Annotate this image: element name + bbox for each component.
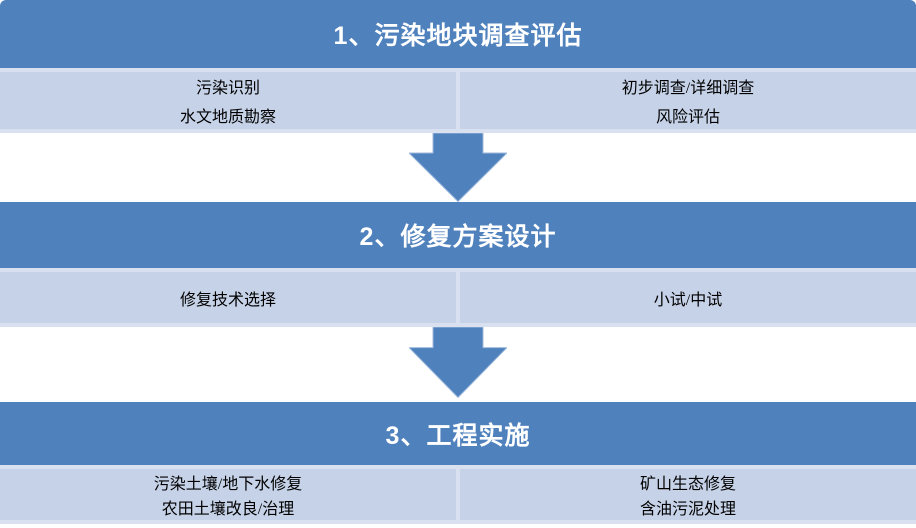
column-divider [456, 469, 460, 520]
section-3-right-cell: 矿山生态修复 含油污泥处理 [460, 469, 916, 520]
column-divider [456, 272, 460, 323]
bottom-margin [0, 524, 916, 528]
section-1-left-cell: 污染识别 水文地质勘察 [0, 72, 456, 129]
column-divider [456, 72, 460, 129]
section-2-header-divider [0, 268, 916, 272]
list-item: 风险评估 [655, 108, 720, 126]
flow-connector-2 [0, 327, 916, 402]
section-1-header: 1、污染地块调查评估 [0, 0, 916, 68]
section-1-header-divider [0, 68, 916, 72]
list-item: 污染土壤/地下水修复 [153, 475, 303, 493]
section-2-header: 2、修复方案设计 [0, 202, 916, 268]
down-arrow-icon [409, 327, 507, 398]
list-item: 污染识别 [195, 80, 260, 98]
section-2-left-cell: 修复技术选择 [0, 272, 456, 323]
list-item: 含油污泥处理 [639, 501, 736, 519]
section-2-title: 2、修复方案设计 [359, 223, 557, 251]
list-item: 矿山生态修复 [639, 475, 736, 493]
section-1-body: 污染识别 水文地质勘察 初步调查/详细调查 风险评估 [0, 72, 916, 133]
section-3-header-divider [0, 465, 916, 469]
section-1-title: 1、污染地块调查评估 [333, 22, 583, 50]
section-3-body: 污染土壤/地下水修复 农田土壤改良/治理 矿山生态修复 含油污泥处理 [0, 469, 916, 524]
list-item: 修复技术选择 [179, 291, 276, 309]
list-item: 水文地质勘察 [179, 108, 276, 126]
section-2-body: 修复技术选择 小试/中试 [0, 272, 916, 327]
list-item: 农田土壤改良/治理 [161, 501, 295, 519]
section-3-title: 3、工程实施 [385, 421, 531, 450]
list-item: 小试/中试 [653, 291, 723, 309]
section-3-left-cell: 污染土壤/地下水修复 农田土壤改良/治理 [0, 469, 456, 520]
section-3-header: 3、工程实施 [0, 402, 916, 465]
section-2-right-cell: 小试/中试 [460, 272, 916, 323]
list-item: 初步调查/详细调查 [621, 80, 755, 98]
flow-connector-1 [0, 133, 916, 202]
down-arrow-icon [409, 133, 507, 202]
section-1-right-cell: 初步调查/详细调查 风险评估 [460, 72, 916, 129]
